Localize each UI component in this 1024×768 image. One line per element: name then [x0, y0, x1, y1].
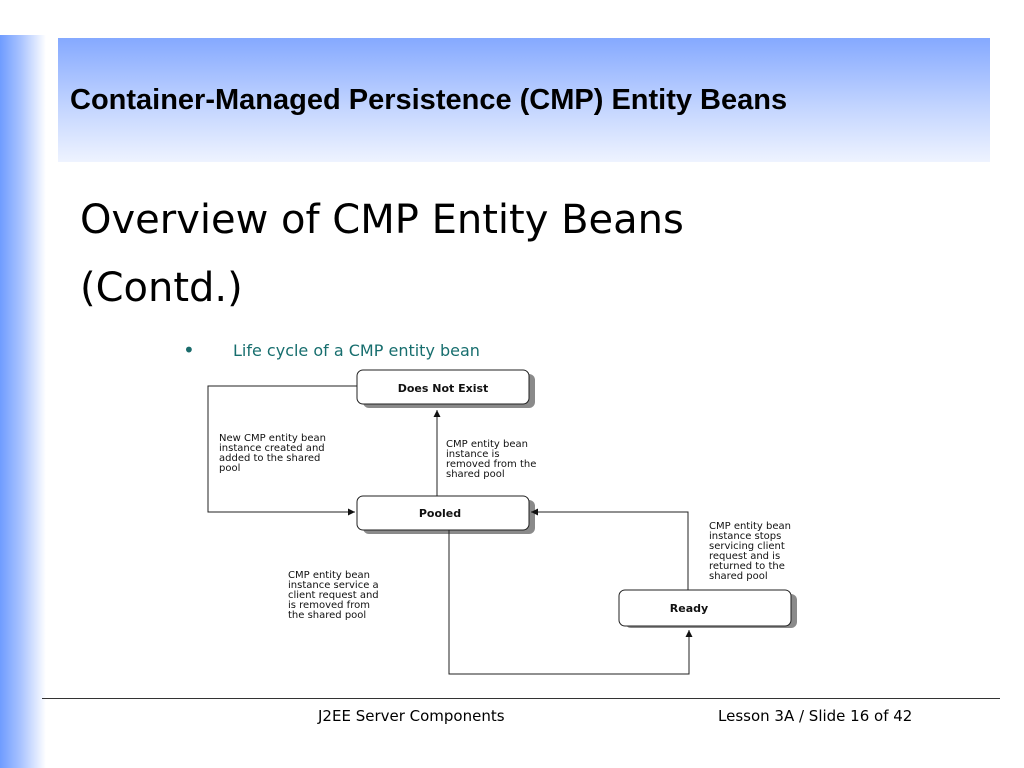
footer-divider	[42, 698, 1000, 699]
state-label-pooled: Pooled	[419, 507, 461, 520]
state-does-not-exist: Does Not Exist	[356, 369, 535, 408]
header-title: Container-Managed Persistence (CMP) Enti…	[70, 84, 788, 116]
note-returned: CMP entity bean instance stops servicing…	[709, 521, 794, 582]
slide-title-line-2: (Contd.)	[80, 265, 243, 311]
state-pooled: Pooled	[356, 495, 535, 534]
note-service: CMP entity bean instance service a clien…	[288, 570, 382, 621]
transition-create	[207, 385, 357, 516]
left-accent-bar	[0, 35, 46, 768]
bullet-text: Life cycle of a CMP entity bean	[233, 341, 480, 360]
footer-slide-number: Lesson 3A / Slide 16 of 42	[718, 707, 913, 725]
note-removed: CMP entity bean instance is removed from…	[446, 439, 540, 480]
state-label-does-not-exist: Does Not Exist	[398, 382, 489, 395]
slide-title: Overview of CMP Entity Beans (Contd.)	[80, 186, 980, 322]
transition-activate	[448, 530, 693, 675]
state-ready: Ready	[618, 589, 797, 628]
transition-return	[531, 508, 689, 590]
state-label-ready: Ready	[670, 602, 708, 615]
bullet-dot-icon: •	[183, 338, 195, 362]
slide-title-line-1: Overview of CMP Entity Beans	[80, 197, 684, 243]
header-band	[58, 38, 990, 162]
note-created: New CMP entity bean instance created and…	[219, 433, 329, 474]
footer-course: J2EE Server Components	[318, 707, 505, 725]
